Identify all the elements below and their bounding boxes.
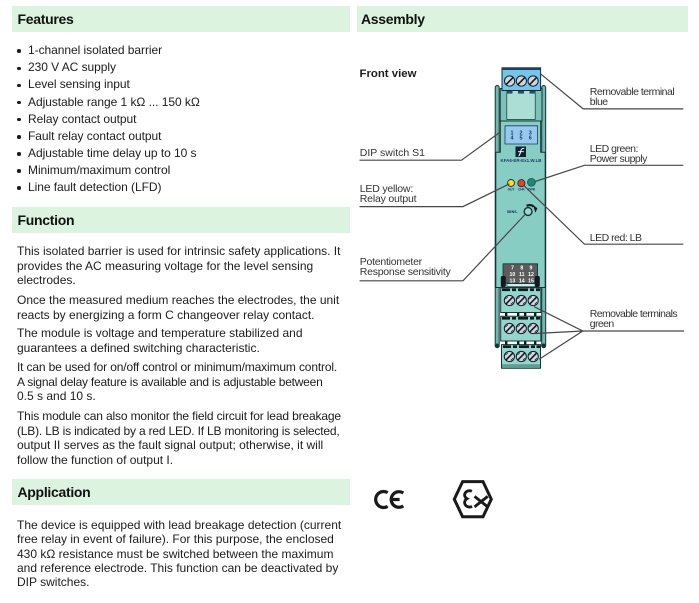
svg-text:9: 9	[530, 265, 533, 271]
svg-text:3: 3	[529, 130, 532, 136]
svg-text:1: 1	[511, 130, 514, 136]
svg-text:6: 6	[529, 136, 532, 142]
svg-text:8: 8	[520, 265, 523, 271]
svg-text:PWR: PWR	[528, 188, 536, 192]
svg-text:15: 15	[528, 278, 534, 284]
svg-text:KFA6-ER-Ex1.W.LB: KFA6-ER-Ex1.W.LB	[500, 158, 541, 163]
svg-text:7: 7	[511, 265, 514, 271]
svg-text:10: 10	[510, 272, 516, 278]
svg-text:14: 14	[519, 278, 525, 284]
svg-text:CHK: CHK	[518, 188, 526, 192]
svg-text:11: 11	[519, 272, 525, 278]
svg-text:SENS.: SENS.	[507, 210, 518, 214]
svg-text:2: 2	[520, 130, 523, 136]
svg-text:OUT: OUT	[508, 188, 515, 192]
svg-text:5: 5	[520, 136, 523, 142]
svg-text:13: 13	[510, 278, 516, 284]
svg-text:4: 4	[511, 136, 514, 142]
svg-text:12: 12	[528, 272, 534, 278]
